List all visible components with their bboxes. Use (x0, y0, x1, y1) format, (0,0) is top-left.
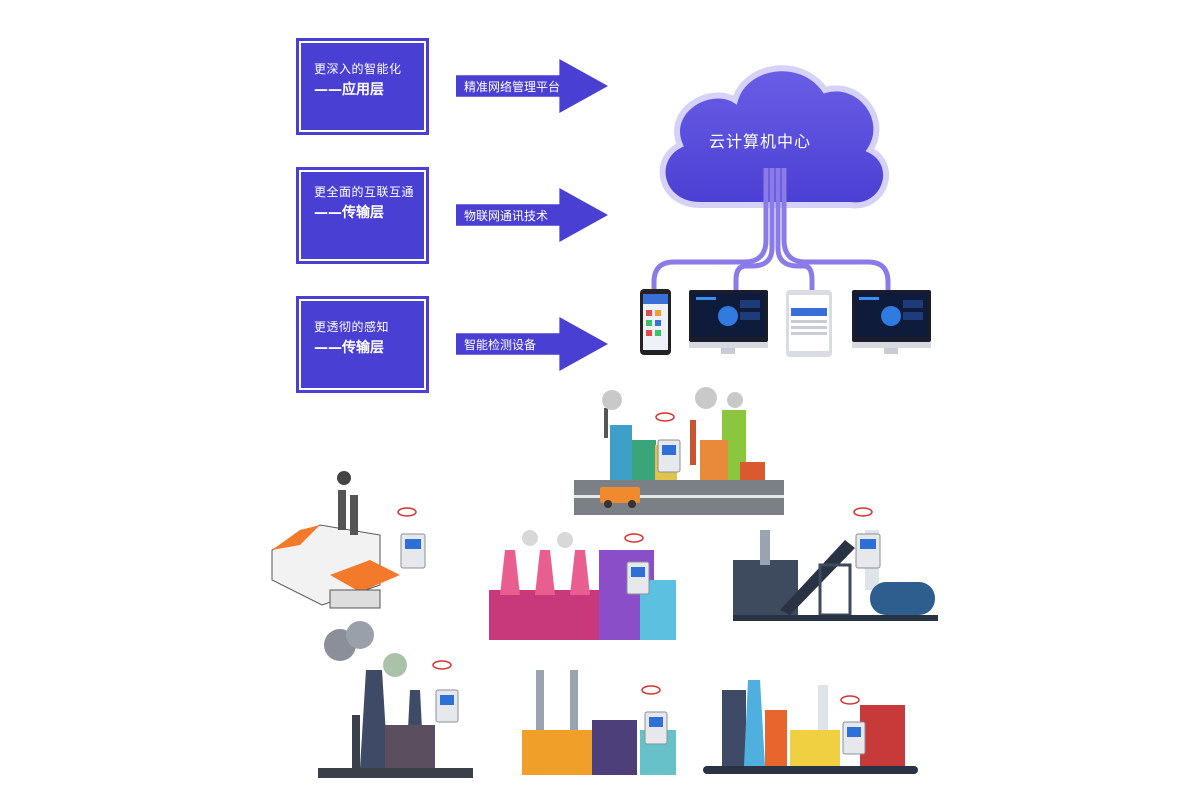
layer-box-application: 更深入的智能化 ——应用层 (296, 38, 429, 135)
tablet-icon (786, 290, 832, 357)
arrow-label-iot: 物联网通讯技术 (464, 209, 549, 223)
factory-city-icon (574, 387, 784, 515)
cloud-icon (659, 65, 890, 209)
monitor-icon (689, 290, 768, 354)
factory-conveyor-icon (733, 530, 938, 621)
layer-subtitle: ——传输层 (314, 205, 384, 221)
layer-box-perception: 更透彻的感知 ——传输层 (296, 296, 429, 393)
arrow-label-platform: 精准网络管理平台 (464, 80, 561, 94)
gas-detector-icon (624, 533, 650, 595)
factory-smokestack-icon (318, 621, 473, 778)
factory-orange-icon (522, 670, 676, 775)
factory-building-icon (271, 471, 400, 609)
layer-subtitle: ——传输层 (314, 340, 384, 356)
arrow-label-device: 智能检测设备 (464, 338, 537, 352)
phone-icon (640, 289, 671, 355)
layer-subtitle: ——应用层 (314, 82, 384, 98)
cloud-label: 云计算机中心 (708, 132, 811, 151)
factory-power-plant-icon (489, 530, 676, 640)
gas-detector-icon (853, 507, 881, 569)
gas-detector-icon (397, 507, 426, 569)
layer-title: 更透彻的感知 (314, 320, 390, 334)
gas-detector-icon (840, 695, 866, 755)
monitor-icon (852, 290, 931, 354)
gas-detector-icon (641, 685, 668, 745)
gas-detector-icon (655, 412, 681, 473)
gas-detector-icon (432, 660, 459, 723)
layer-box-transport: 更全面的互联互通 ——传输层 (296, 167, 429, 264)
network-cables (651, 168, 891, 292)
layer-title: 更全面的互联互通 (314, 185, 415, 199)
factory-industrial-icon (703, 680, 918, 774)
layer-title: 更深入的智能化 (314, 62, 402, 76)
